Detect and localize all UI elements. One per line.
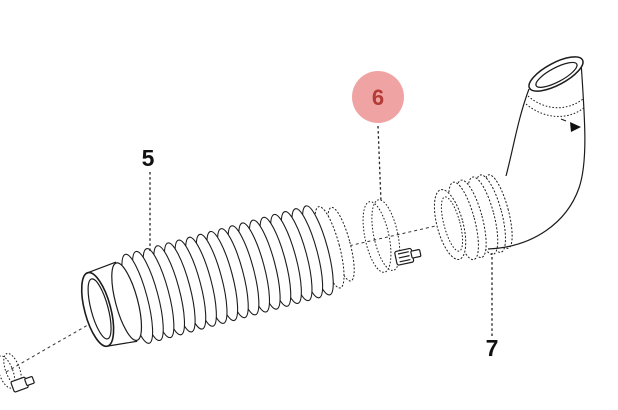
part-label-5: 5 (142, 145, 155, 171)
part-5-corrugated-hose (80, 205, 355, 348)
partial-clamp-bottom-left (0, 352, 35, 393)
hose-cuff-ring (111, 262, 143, 341)
highlighted-part-badge-6[interactable]: 6 (352, 71, 404, 123)
elbow-top-opening (528, 56, 584, 92)
hose-cuff-wall (87, 261, 138, 347)
corner-clamp-screw (24, 376, 35, 386)
part-label-7: 7 (486, 335, 499, 361)
clamp-band-back (371, 199, 401, 271)
axis-line-left (5, 317, 101, 373)
hose-mouth-inner-wall (87, 278, 112, 340)
elbow-top-inner-wall (535, 61, 578, 88)
hose-mouth (80, 271, 115, 348)
badge-circle[interactable] (352, 71, 404, 123)
hose-end-rim (327, 206, 355, 282)
corner-clamp-ring (0, 355, 16, 389)
part-7-intake-elbow (433, 56, 586, 261)
part-6-hose-clamp (362, 199, 422, 273)
leader-line-6 (377, 125, 382, 203)
clamp-screw-head (410, 249, 422, 259)
badge-label: 6 (372, 85, 384, 110)
clamp-band-front (362, 201, 392, 273)
elbow-inner-contour (505, 88, 530, 177)
elbow-neck-band-lower (525, 103, 586, 117)
elbow-outer-contour (487, 61, 586, 250)
elbow-band-arrow-mark (570, 122, 581, 132)
elbow-neck-band-upper (527, 95, 584, 109)
corner-clamp-ring2 (3, 352, 22, 387)
clamp-screw-slots (397, 251, 411, 263)
elbow-band-tick (560, 118, 567, 122)
